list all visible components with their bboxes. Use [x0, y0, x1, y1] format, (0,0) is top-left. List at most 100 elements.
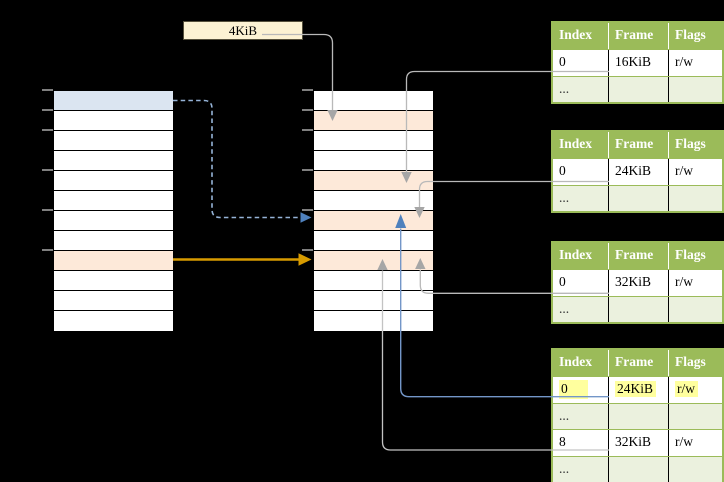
cell-index: 0	[553, 377, 608, 403]
header-frame: Frame	[608, 23, 668, 49]
virtual-cell	[54, 171, 173, 191]
highlight-index: 0	[559, 380, 588, 400]
table-row: 8 32KiB r/w	[553, 429, 722, 456]
arrowhead-right-icon	[298, 253, 312, 266]
cell-index: 0	[559, 54, 566, 69]
address-tick	[302, 89, 313, 91]
header-flags: Flags	[668, 132, 722, 158]
table-header-row: Index Frame Flags	[553, 132, 722, 158]
virtual-cell	[54, 131, 173, 151]
cell-flags	[668, 76, 722, 102]
page-table-3: Index Frame Flags 0 32KiB r/w ...	[551, 241, 724, 324]
frame-cell	[314, 191, 433, 211]
virtual-cell	[54, 311, 173, 331]
header-index: Index	[559, 27, 593, 42]
virtual-cell	[54, 211, 173, 231]
cell-frame: 24KiB	[608, 159, 668, 185]
frame-cell	[314, 271, 433, 291]
header-frame: Frame	[608, 243, 668, 269]
table-row: 0 16KiB r/w	[553, 49, 722, 76]
cell-index: 0	[559, 163, 566, 178]
cell-index: ...	[559, 189, 570, 205]
frame-cell	[314, 151, 433, 171]
cell-frame: 16KiB	[608, 50, 668, 76]
cell-index: ...	[559, 300, 570, 316]
arrowhead-right-icon	[300, 212, 312, 223]
cell-flags: r/w	[668, 50, 722, 76]
connector-virtual-orange	[173, 253, 312, 266]
address-tick	[42, 169, 53, 171]
address-tick	[42, 129, 53, 131]
table-row: ...	[553, 295, 722, 322]
frame-cell-peach	[314, 171, 433, 191]
virtual-cell	[54, 271, 173, 291]
cell-flags	[668, 296, 722, 322]
table-row: 0 32KiB r/w	[553, 269, 722, 296]
cell-frame	[608, 185, 668, 211]
table-row-highlighted: 0 24KiB r/w	[553, 376, 722, 403]
frame-cell-peach	[314, 111, 433, 131]
frame-cell-peach	[314, 211, 433, 231]
cell-flags: r/w	[668, 270, 722, 296]
virtual-cell-orange	[54, 251, 173, 271]
highlight-frame: 24KiB	[615, 381, 657, 397]
virtual-cell	[54, 231, 173, 251]
page-table-2: Index Frame Flags 0 24KiB r/w ...	[551, 130, 724, 213]
cell-flags: r/w	[668, 159, 722, 185]
virtual-address-space	[53, 90, 174, 332]
cell-frame: 32KiB	[608, 430, 668, 456]
table-row: ...	[553, 402, 722, 429]
cell-frame: 32KiB	[608, 270, 668, 296]
address-tick	[302, 169, 313, 171]
table-header-row: Index Frame Flags	[553, 243, 722, 269]
header-index: Index	[559, 354, 593, 369]
table-header-row: Index Frame Flags	[553, 23, 722, 49]
address-tick	[302, 209, 313, 211]
cell-flags	[668, 185, 722, 211]
page-table-4: Index Frame Flags 0 24KiB r/w ... 8 32Ki…	[551, 348, 724, 482]
virtual-cell	[54, 151, 173, 171]
header-flags: Flags	[668, 350, 722, 376]
header-frame: Frame	[608, 132, 668, 158]
page-size-label: 4KiB	[183, 21, 303, 40]
table-row: ...	[553, 75, 722, 102]
page-table-1: Index Frame Flags 0 16KiB r/w ...	[551, 21, 724, 104]
frame-cell	[314, 91, 433, 111]
address-tick	[302, 109, 313, 111]
cell-flags	[668, 456, 722, 482]
cell-frame	[608, 403, 668, 429]
highlight-flags: r/w	[675, 381, 698, 397]
frame-cell	[314, 131, 433, 151]
header-flags: Flags	[668, 243, 722, 269]
table-header-row: Index Frame Flags	[553, 350, 722, 376]
address-tick	[302, 129, 313, 131]
frame-cell	[314, 231, 433, 251]
address-tick	[42, 209, 53, 211]
cell-flags	[668, 403, 722, 429]
table-row: ...	[553, 455, 722, 482]
cell-frame	[608, 296, 668, 322]
header-frame: Frame	[608, 350, 668, 376]
virtual-cell-blue	[54, 91, 173, 111]
connector-virtual-blue-dashed	[173, 99, 312, 223]
cell-flags: r/w	[668, 430, 722, 456]
address-tick	[42, 249, 53, 251]
cell-frame	[608, 456, 668, 482]
frame-cell	[314, 311, 433, 331]
cell-index: 0	[559, 274, 566, 289]
virtual-cell	[54, 191, 173, 211]
cell-index: ...	[559, 80, 570, 96]
address-tick	[42, 89, 53, 91]
address-tick	[302, 249, 313, 251]
cell-frame: 24KiB	[608, 377, 668, 403]
cell-flags: r/w	[668, 377, 722, 403]
table-row: 0 24KiB r/w	[553, 158, 722, 185]
header-index: Index	[559, 247, 593, 262]
cell-index: 8	[559, 434, 566, 449]
cell-frame	[608, 76, 668, 102]
header-index: Index	[559, 136, 593, 151]
address-tick	[42, 109, 53, 111]
cell-index: ...	[559, 407, 570, 423]
frame-cell	[314, 291, 433, 311]
